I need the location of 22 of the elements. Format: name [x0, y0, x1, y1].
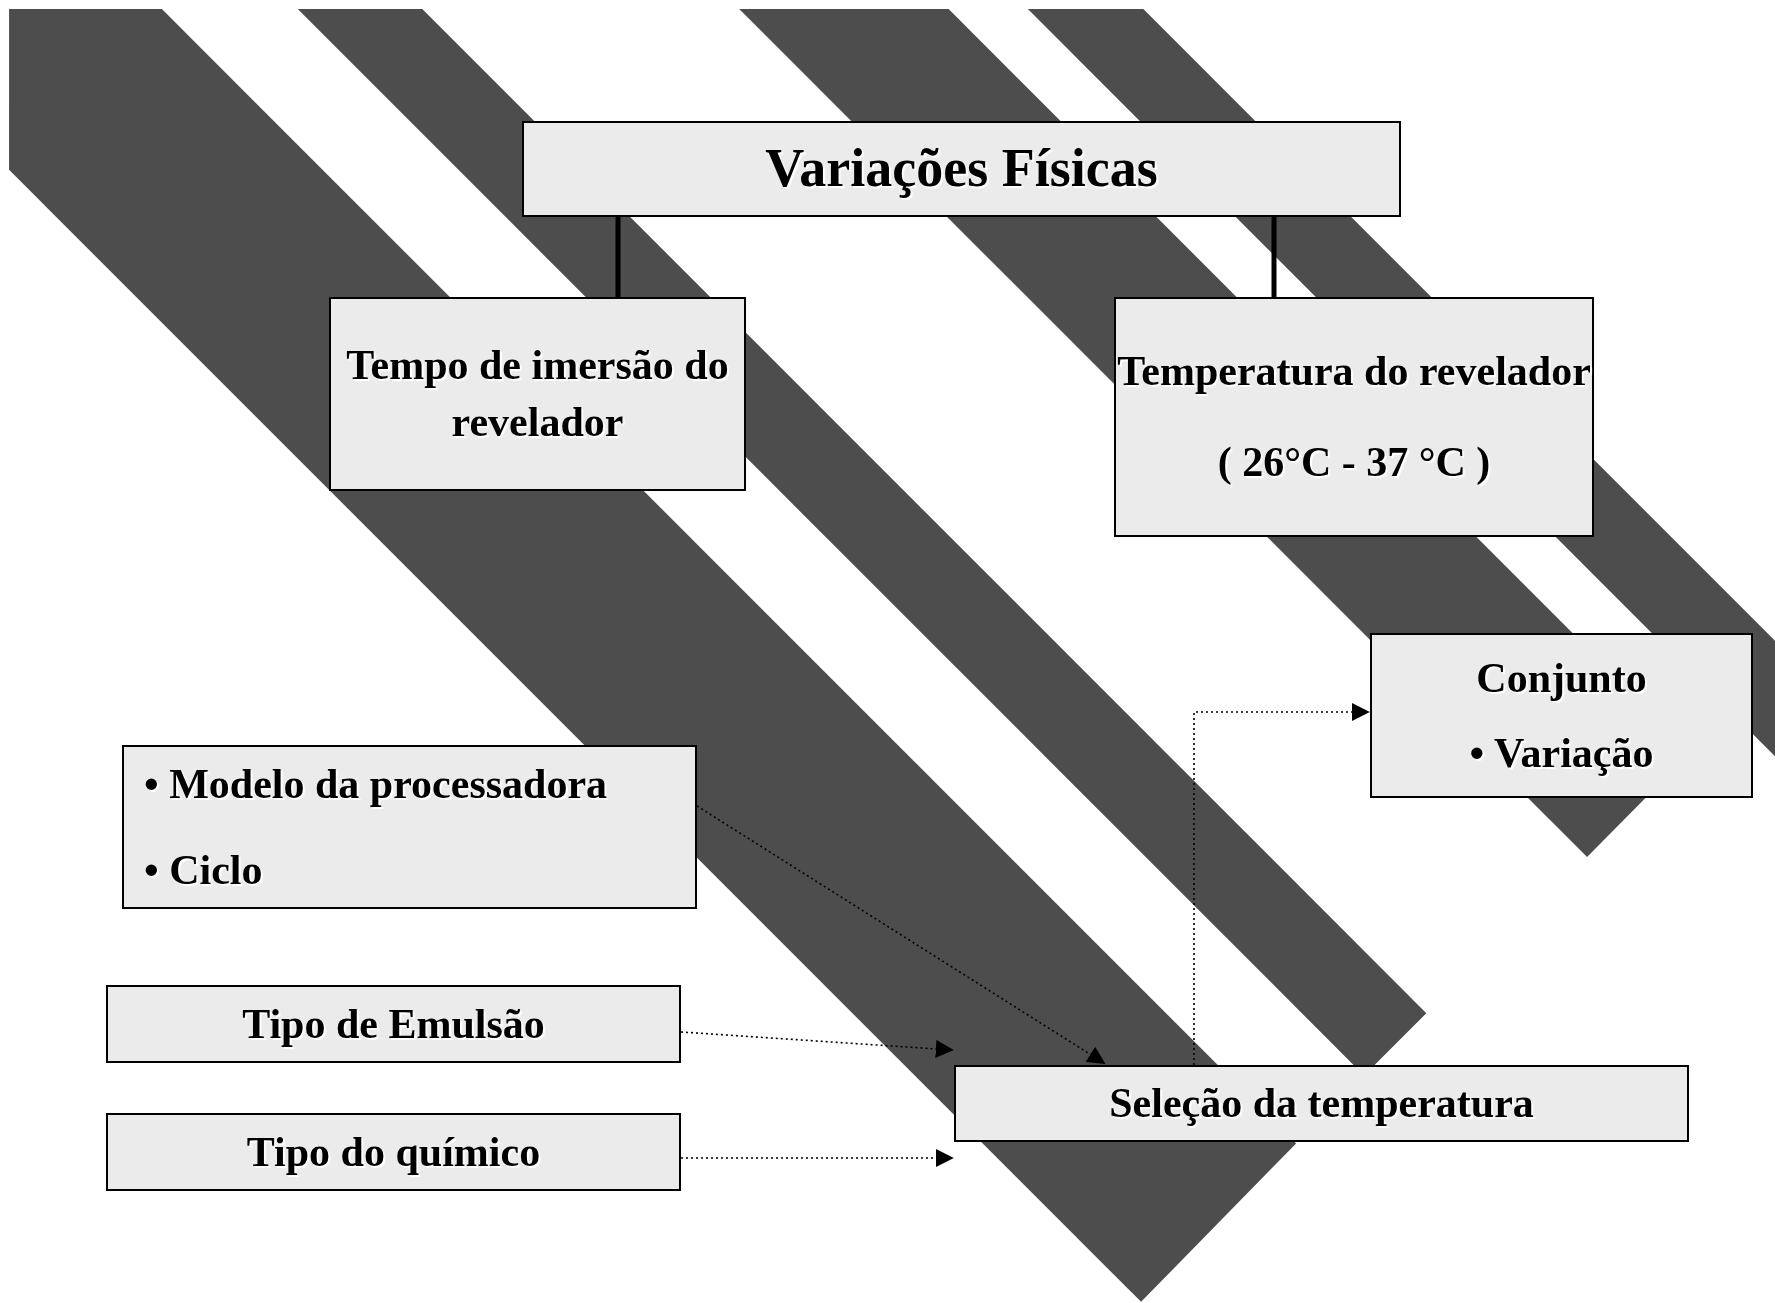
- box-text: Temperatura do revelador: [1117, 347, 1591, 396]
- box-text: Tempo de imersão do revelador: [345, 341, 730, 447]
- box-text: Seleção da temperatura: [1109, 1080, 1534, 1127]
- text-box: [1370, 633, 1753, 798]
- text-box: [329, 297, 746, 491]
- connector-line: [1271, 217, 1277, 297]
- connector-line: [615, 217, 621, 297]
- box-text: • Variação: [1469, 729, 1654, 776]
- text-box: [522, 121, 1401, 217]
- box-text: Tipo do químico: [246, 1128, 541, 1176]
- box-text: • Modelo da processadora: [144, 760, 608, 807]
- box-text: Conjunto: [1476, 655, 1647, 702]
- text-box: [106, 1113, 681, 1191]
- box-text: Variações Físicas: [765, 139, 1158, 199]
- box-text: ( 26°C - 37 °C ): [1217, 438, 1491, 487]
- text-box: [1114, 297, 1594, 537]
- dotted-arrow: [1193, 703, 1370, 1066]
- box-text: • Ciclo: [144, 847, 263, 894]
- text-box: [106, 985, 681, 1063]
- text-box: [122, 745, 697, 909]
- text-box: [954, 1065, 1689, 1142]
- box-text: Tipo de Emulsão: [242, 1000, 545, 1048]
